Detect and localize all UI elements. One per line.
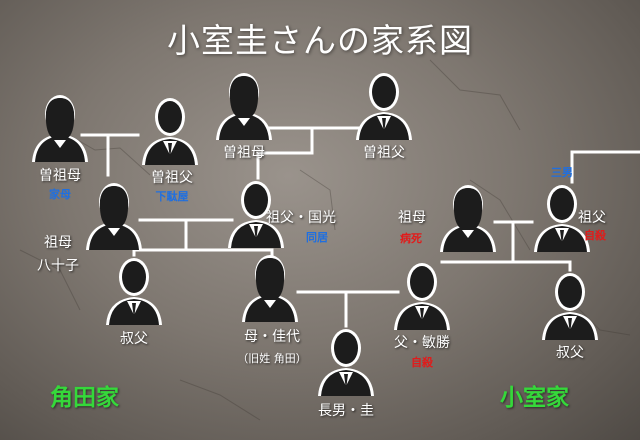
person-uncle-left [104, 255, 164, 325]
male-silhouette-icon [228, 181, 284, 248]
label2-grandmother-yasoko: 八十子 [37, 258, 79, 274]
person-son-kei [316, 326, 376, 396]
note-father-toshikatsu: 自殺 [411, 356, 433, 369]
label-grandmother-yasoko: 祖母 [44, 235, 72, 251]
label-grandmother-right: 祖母 [398, 210, 426, 226]
note-grandfather-kunimitsu: 同居 [306, 231, 328, 244]
person-gg-father-left [140, 95, 200, 165]
male-silhouette-icon [542, 273, 598, 340]
label-gg-mother-left: 曽祖母 [39, 168, 81, 184]
female-silhouette-icon [32, 95, 88, 162]
person-mother-kayo [240, 252, 300, 322]
page-title: 小室圭さんの家系図 [167, 21, 473, 60]
label-uncle-left: 叔父 [120, 331, 148, 347]
note-gg-father-left: 下駄屋 [155, 190, 189, 203]
female-silhouette-icon [86, 183, 142, 250]
male-silhouette-icon [534, 185, 590, 252]
female-silhouette-icon [440, 185, 496, 252]
label-grandfather-right: 祖父 [578, 210, 606, 226]
person-uncle-right [540, 270, 600, 340]
label-gg-mother-mid: 曽祖母 [223, 145, 265, 161]
male-silhouette-icon [106, 258, 162, 325]
male-silhouette-icon [318, 329, 374, 396]
person-grandfather-right [532, 182, 592, 252]
family-label-right: 小室家 [500, 385, 569, 411]
label-uncle-right: 叔父 [556, 345, 584, 361]
label-gg-father-mid: 曽祖父 [363, 145, 405, 161]
person-grandfather-kunimitsu [226, 178, 286, 248]
label-mother-kayo: 母・佳代 [244, 329, 300, 345]
person-gg-mother-mid [214, 70, 274, 140]
person-father-toshikatsu [392, 260, 452, 330]
note-gg-mother-left: 家母 [49, 188, 71, 201]
female-silhouette-icon [216, 73, 272, 140]
note-grandmother-right: 病死 [400, 232, 422, 245]
note-grandfather-right: 自殺 [584, 229, 606, 242]
person-gg-father-mid [354, 70, 414, 140]
person-grandmother-right [438, 182, 498, 252]
label-gg-father-left: 曽祖父 [151, 170, 193, 186]
male-silhouette-icon [142, 98, 198, 165]
female-silhouette-icon [242, 255, 298, 322]
person-gg-mother-left [30, 92, 90, 162]
family-label-left: 角田家 [50, 385, 119, 411]
label-grandfather-kunimitsu: 祖父・国光 [266, 210, 336, 226]
label2-mother-kayo: （旧姓 角田） [237, 352, 307, 365]
label-son-kei: 長男・圭 [318, 403, 374, 419]
person-grandmother-yasoko [84, 180, 144, 250]
note-top-grandfather-right: 三男 [551, 166, 573, 179]
male-silhouette-icon [356, 73, 412, 140]
male-silhouette-icon [394, 263, 450, 330]
label-father-toshikatsu: 父・敏勝 [394, 335, 450, 351]
